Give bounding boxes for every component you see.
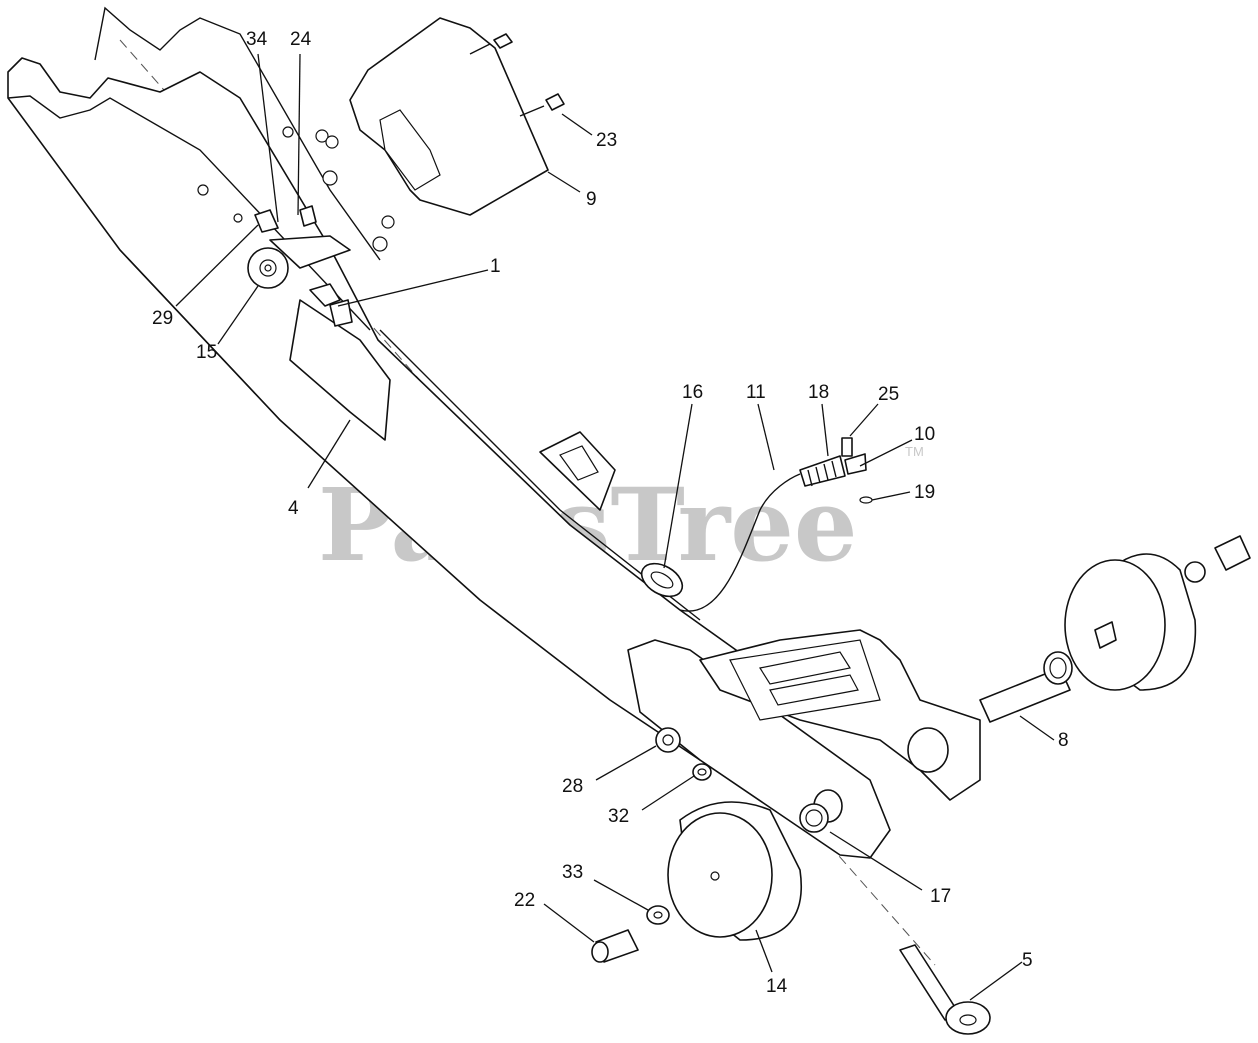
- leader-lines: [175, 53, 1055, 1001]
- callout-10: 10: [914, 424, 935, 445]
- pivot-pin: [899, 944, 991, 1035]
- watermark-trademark: TM: [905, 444, 924, 459]
- cover-plate: [349, 17, 549, 216]
- cable-assembly: [640, 437, 873, 612]
- left-wheel: [667, 801, 802, 941]
- callout-19: 19: [914, 482, 935, 503]
- lever-knob: [247, 205, 353, 327]
- axle: [799, 651, 1073, 833]
- wheel-bolt-hardware: [591, 727, 712, 963]
- callout-24: 24: [290, 29, 312, 50]
- frame-nuts: [315, 129, 395, 252]
- callout-16: 16: [682, 382, 703, 403]
- callout-8: 8: [1058, 730, 1069, 751]
- handle-frame: [7, 6, 781, 761]
- callouts: 34 24 23 9 1 29 15 4 16 11 18 25 10 19 8…: [152, 29, 1069, 997]
- callout-4: 4: [288, 498, 299, 519]
- callout-17: 17: [930, 886, 951, 907]
- callout-1: 1: [490, 256, 501, 277]
- callout-32: 32: [608, 806, 629, 827]
- callout-9: 9: [586, 189, 597, 210]
- callout-18: 18: [808, 382, 829, 403]
- callout-34: 34: [246, 29, 268, 50]
- callout-14: 14: [766, 976, 788, 997]
- callout-28: 28: [562, 776, 583, 797]
- callout-22: 22: [514, 890, 535, 911]
- callout-5: 5: [1022, 950, 1033, 971]
- callout-33: 33: [562, 862, 583, 883]
- callout-23: 23: [596, 130, 617, 151]
- callout-15: 15: [196, 342, 217, 363]
- callout-11: 11: [746, 382, 766, 403]
- cover-bolts: [469, 33, 565, 117]
- callout-29: 29: [152, 308, 173, 329]
- callout-25: 25: [878, 384, 899, 405]
- right-wheel: [1064, 535, 1251, 691]
